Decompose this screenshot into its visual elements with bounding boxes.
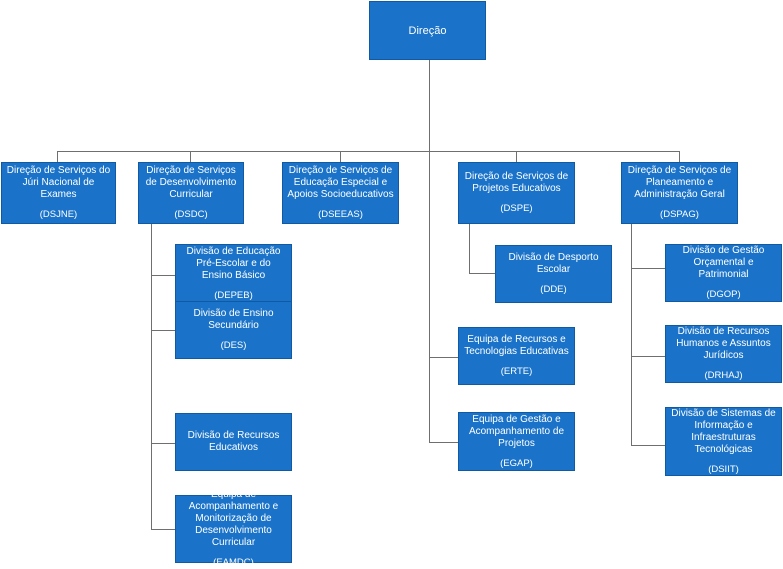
connector-depeb [151,275,175,276]
box-dgop-abbr: (DGOP) [706,289,741,300]
connector-root-down [429,60,430,152]
box-dgop: Divisão de Gestão Orçamental e Patrimoni… [665,244,782,302]
box-dde-name: Divisão de Desporto Escolar [508,252,599,275]
connector-dspag-trunk [631,224,632,446]
box-depeb-abbr: (DEPEB) [214,290,253,301]
box-drhaj-abbr: (DRHAJ) [704,370,743,381]
connector-drhaj [631,356,665,357]
box-dspe-abbr: (DSPE) [500,203,533,214]
box-egap-abbr: (EGAP) [500,457,533,469]
box-dseeas-name: Direção de Serviços de Educação Especial… [287,165,394,200]
box-direcao: Direção [369,1,486,60]
box-dspe-name: Direção de Serviços de Projetos Educativ… [464,171,569,194]
box-dgop-name: Divisão de Gestão Orçamental e Patrimoni… [682,245,765,280]
box-des-name: Divisão de Ensino Secundário [193,308,274,331]
box-depeb-name: Divisão de Educação Pré-Escolar e do Ens… [186,246,281,281]
box-dde: Divisão de Desporto Escolar (DDE) [495,245,612,303]
box-des-abbr: (DES) [220,340,247,351]
box-eamdc: Equipa de Acompanhamento e Monitorização… [175,489,292,568]
connector-main-bus [57,151,679,152]
box-dsiit-abbr: (DSIIT) [708,463,739,475]
connector-dspag [679,151,680,162]
box-dspe: Direção de Serviços de Projetos Educativ… [458,162,575,224]
box-dspag-name: Direção de Serviços de Planeamento e Adm… [627,165,732,200]
box-dseeas-abbr: (DSEEAS) [318,209,363,220]
box-dsiit: Divisão de Sistemas de Informação e Infr… [665,407,782,476]
box-dspag-abbr: (DSPAG) [660,209,699,220]
box-egap-name: Equipa de Gestão e Acompanhamento de Pro… [468,413,565,449]
connector-dspe-sub [469,224,470,274]
connector-dde [469,273,495,274]
connector-egap [429,442,458,443]
box-drhaj-name: Divisão de Recursos Humanos e Assuntos J… [676,326,771,361]
box-erte: Equipa de Recursos e Tecnologias Educati… [458,327,575,385]
connector-dspe-trunk [429,151,430,443]
box-dde-abbr: (DDE) [540,284,567,295]
box-dsiit-name: Divisão de Sistemas de Informação e Infr… [671,407,776,455]
connector-dsiit [631,445,665,446]
connector-eamdc [151,529,175,530]
box-eamdc-abbr: (EAMDC) [213,557,254,568]
box-erte-name: Equipa de Recursos e Tecnologias Educati… [464,334,569,357]
connector-erte [429,357,458,358]
box-dre-name: Divisão de Recursos Educativos [187,430,280,453]
connector-dsdc [190,151,191,162]
box-drhaj: Divisão de Recursos Humanos e Assuntos J… [665,325,782,383]
box-dseeas: Direção de Serviços de Educação Especial… [282,162,399,224]
box-depeb: Divisão de Educação Pré-Escolar e do Ens… [175,244,292,304]
box-eamdc-name: Equipa de Acompanhamento e Monitorização… [188,489,279,548]
box-dsdc-abbr: (DSDC) [174,209,208,220]
box-dsjne-name: Direção de Serviços do Júri Nacional de … [6,165,111,200]
box-dsjne: Direção de Serviços do Júri Nacional de … [1,162,116,224]
box-egap: Equipa de Gestão e Acompanhamento de Pro… [458,412,575,471]
box-erte-abbr: (ERTE) [500,366,533,377]
connector-dseeas [340,151,341,162]
box-des: Divisão de Ensino Secundário (DES) [175,301,292,359]
box-dspag: Direção de Serviços de Planeamento e Adm… [621,162,738,224]
connector-dgop [631,268,665,269]
box-dsdc: Direção de Serviços de Desenvolvimento C… [138,162,244,224]
box-dsjne-abbr: (DSJNE) [39,209,78,220]
box-dsdc-name: Direção de Serviços de Desenvolvimento C… [145,165,237,200]
connector-des [151,330,175,331]
box-dre: Divisão de Recursos Educativos [175,413,292,471]
connector-dsjne [57,151,58,162]
box-direcao-name: Direção [408,24,447,37]
connector-dspe [516,151,517,162]
connector-dre [151,443,175,444]
connector-dsdc-trunk [151,224,152,530]
